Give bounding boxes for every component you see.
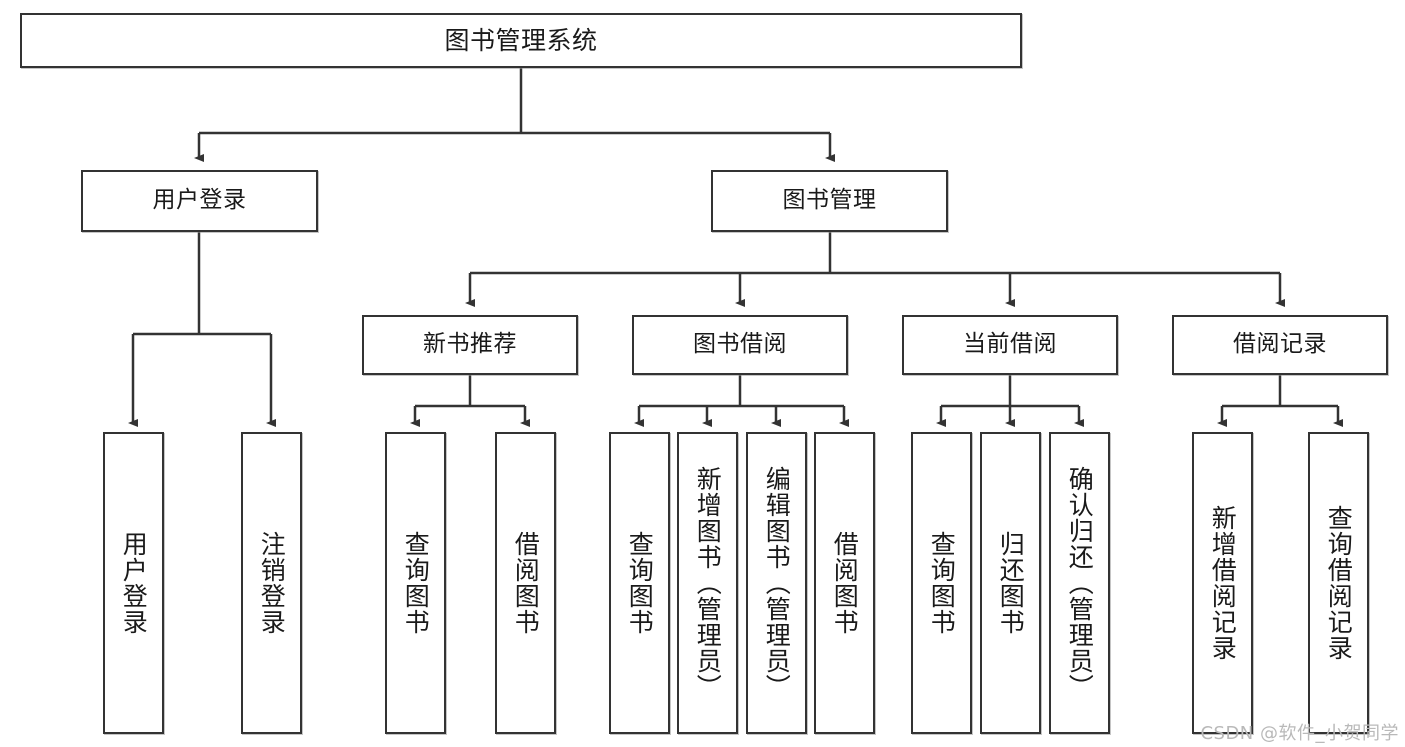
leaf-borrow-record-2[interactable]: 查询借阅记录 [1308,432,1369,734]
leaf-current-borrow-3[interactable]: 确认归还（管理员） [1049,432,1110,734]
leaf-borrow-record-2-label: 查询借阅记录 [1324,505,1354,661]
leaf-current-borrow-1[interactable]: 查询图书 [911,432,972,734]
node-user-login[interactable]: 用户登录 [81,170,318,232]
node-borrow-record-label: 借阅记录 [1233,331,1327,358]
leaf-new-book-2-label: 借阅图书 [511,531,541,635]
leaf-book-borrow-3-label: 编辑图书（管理员） [762,466,792,700]
leaf-user-login-1[interactable]: 用户登录 [103,432,164,734]
leaf-current-borrow-2-label: 归还图书 [996,531,1026,635]
leaf-book-borrow-2-label: 新增图书（管理员） [693,466,723,700]
leaf-user-login-2-label: 注销登录 [257,531,287,635]
leaf-book-borrow-4-label: 借阅图书 [830,531,860,635]
node-book-management-label: 图书管理 [782,187,877,214]
leaf-book-borrow-1-label: 查询图书 [625,531,655,635]
node-user-login-label: 用户登录 [152,187,247,214]
leaf-user-login-1-label: 用户登录 [119,531,149,635]
leaf-book-borrow-3[interactable]: 编辑图书（管理员） [746,432,807,734]
node-root-book-management-system[interactable]: 图书管理系统 [20,13,1022,68]
node-book-borrow[interactable]: 图书借阅 [632,315,848,375]
node-new-book-recommend-label: 新书推荐 [423,331,517,358]
leaf-new-book-1[interactable]: 查询图书 [385,432,446,734]
leaf-book-borrow-4[interactable]: 借阅图书 [814,432,875,734]
leaf-book-borrow-2[interactable]: 新增图书（管理员） [677,432,738,734]
leaf-borrow-record-1[interactable]: 新增借阅记录 [1192,432,1253,734]
leaf-book-borrow-1[interactable]: 查询图书 [609,432,670,734]
node-book-management[interactable]: 图书管理 [711,170,948,232]
node-borrow-record[interactable]: 借阅记录 [1172,315,1388,375]
node-root-label: 图书管理系统 [444,25,598,55]
leaf-borrow-record-1-label: 新增借阅记录 [1208,505,1238,661]
leaf-user-login-2[interactable]: 注销登录 [241,432,302,734]
leaf-current-borrow-3-label: 确认归还（管理员） [1065,466,1095,700]
leaf-current-borrow-2[interactable]: 归还图书 [980,432,1041,734]
node-current-borrow[interactable]: 当前借阅 [902,315,1118,375]
leaf-new-book-2[interactable]: 借阅图书 [495,432,556,734]
leaf-current-borrow-1-label: 查询图书 [927,531,957,635]
node-book-borrow-label: 图书借阅 [693,331,787,358]
leaf-new-book-1-label: 查询图书 [401,531,431,635]
csdn-watermark: CSDN @软件_小贺同学 [1200,723,1399,744]
node-current-borrow-label: 当前借阅 [963,331,1057,358]
node-new-book-recommend[interactable]: 新书推荐 [362,315,578,375]
